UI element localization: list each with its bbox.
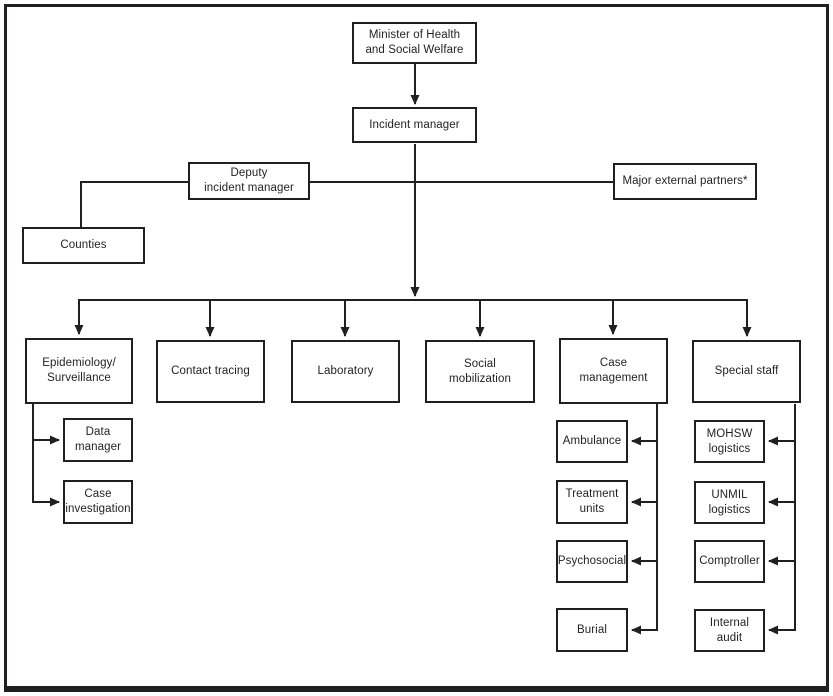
- node-case-investigation: Case investigation: [63, 480, 133, 524]
- node-deputy-incident-manager: Deputy incident manager: [188, 162, 310, 200]
- figure-border-frame: [4, 4, 829, 692]
- node-ambulance: Ambulance: [556, 420, 628, 463]
- node-unmil-logistics: UNMIL logistics: [694, 481, 765, 524]
- node-laboratory: Laboratory: [291, 340, 400, 403]
- node-epidemiology-surveillance: Epidemiology/ Surveillance: [25, 338, 133, 404]
- node-data-manager: Data manager: [63, 418, 133, 462]
- node-mohsw-logistics: MOHSW logistics: [694, 420, 765, 463]
- node-psychosocial: Psychosocial: [556, 540, 628, 583]
- node-burial: Burial: [556, 608, 628, 652]
- node-case-management: Case management: [559, 338, 668, 404]
- node-treatment-units: Treatment units: [556, 480, 628, 524]
- node-contact-tracing: Contact tracing: [156, 340, 265, 403]
- node-counties: Counties: [22, 227, 145, 264]
- node-major-external-partners: Major external partners*: [613, 163, 757, 200]
- node-minister-of-health: Minister of Health and Social Welfare: [352, 22, 477, 64]
- node-special-staff: Special staff: [692, 340, 801, 403]
- node-social-mobilization: Social mobilization: [425, 340, 535, 403]
- node-incident-manager: Incident manager: [352, 107, 477, 143]
- node-comptroller: Comptroller: [694, 540, 765, 583]
- node-internal-audit: Internal audit: [694, 609, 765, 652]
